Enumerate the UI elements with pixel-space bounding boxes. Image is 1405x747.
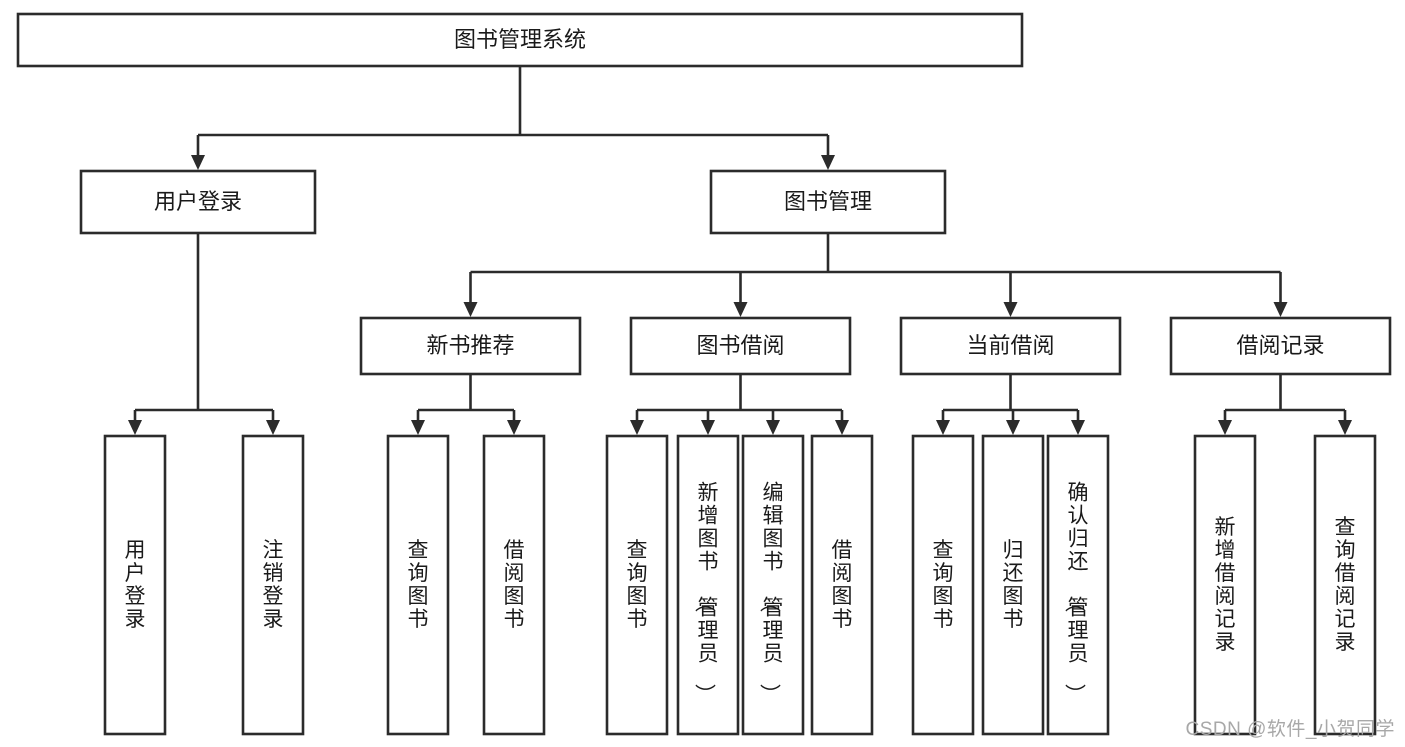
node-box-root[interactable]: [16, 12, 1024, 68]
edge-group-records: [1218, 374, 1352, 435]
node-borrow[interactable]: 图书借阅: [629, 316, 852, 376]
node-box-leaf3[interactable]: [386, 434, 450, 736]
edges-layer: [128, 66, 1352, 435]
nodes-layer: 图书管理系统用户登录图书管理新书推荐图书借阅当前借阅借阅记录用户登录注销登录查询…: [16, 12, 1392, 736]
node-label-leaf5: 查询图书: [627, 539, 648, 631]
arrow-head-icon: [128, 420, 142, 435]
node-label-records: 借阅记录: [1236, 333, 1324, 358]
node-records[interactable]: 借阅记录: [1169, 316, 1392, 376]
node-label-newbook: 新书推荐: [426, 333, 514, 358]
node-label-leaf6: 新增图书（管理员）: [693, 481, 719, 704]
arrow-head-icon: [1006, 420, 1020, 435]
node-leaf2[interactable]: 注销登录: [241, 434, 305, 736]
node-box-leaf2[interactable]: [241, 434, 305, 736]
arrow-head-icon: [821, 155, 835, 170]
node-leaf13[interactable]: 查询借阅记录: [1313, 434, 1377, 736]
node-box-leaf8[interactable]: [810, 434, 874, 736]
node-bookmgmt[interactable]: 图书管理: [709, 169, 947, 235]
arrow-head-icon: [1273, 302, 1288, 317]
node-label-leaf8: 借阅图书: [832, 539, 853, 631]
node-leaf10[interactable]: 归还图书: [981, 434, 1045, 736]
arrow-head-icon: [463, 302, 478, 317]
node-leaf7[interactable]: 编辑图书（管理员）: [741, 434, 805, 736]
arrow-head-icon: [507, 420, 521, 435]
node-box-records[interactable]: [1169, 316, 1392, 376]
arrow-head-icon: [630, 420, 644, 435]
node-box-leaf7[interactable]: [741, 434, 805, 736]
node-label-leaf7: 编辑图书（管理员）: [758, 481, 784, 704]
node-box-borrow[interactable]: [629, 316, 852, 376]
node-box-leaf5[interactable]: [605, 434, 669, 736]
node-label-borrow: 图书借阅: [696, 333, 784, 358]
edge-group-current: [936, 374, 1085, 435]
node-label-leaf10: 归还图书: [1003, 539, 1024, 631]
node-label-login: 用户登录: [154, 189, 242, 214]
node-leaf12[interactable]: 新增借阅记录: [1193, 434, 1257, 736]
node-label-current: 当前借阅: [966, 333, 1054, 358]
node-box-bookmgmt[interactable]: [709, 169, 947, 235]
arrow-head-icon: [835, 420, 849, 435]
node-label-leaf3: 查询图书: [408, 539, 429, 631]
node-label-leaf2: 注销登录: [263, 539, 284, 631]
node-label-leaf11: 确认归还（管理员）: [1063, 481, 1089, 704]
node-leaf11[interactable]: 确认归还（管理员）: [1046, 434, 1110, 736]
node-leaf1[interactable]: 用户登录: [103, 434, 167, 736]
node-box-leaf10[interactable]: [981, 434, 1045, 736]
arrow-head-icon: [266, 420, 280, 435]
node-label-leaf9: 查询图书: [933, 539, 954, 631]
node-box-leaf12[interactable]: [1193, 434, 1257, 736]
arrow-head-icon: [936, 420, 950, 435]
node-leaf8[interactable]: 借阅图书: [810, 434, 874, 736]
arrow-head-icon: [1338, 420, 1352, 435]
arrow-head-icon: [1071, 420, 1085, 435]
node-box-leaf13[interactable]: [1313, 434, 1377, 736]
node-box-newbook[interactable]: [359, 316, 582, 376]
edge-group-bookmgmt: [463, 233, 1288, 317]
node-label-leaf4: 借阅图书: [504, 539, 525, 631]
node-label-root: 图书管理系统: [454, 27, 586, 52]
node-login[interactable]: 用户登录: [79, 169, 317, 235]
node-root[interactable]: 图书管理系统: [16, 12, 1024, 68]
edge-group-login: [128, 233, 280, 435]
node-label-leaf12: 新增借阅记录: [1215, 516, 1236, 654]
node-label-leaf13: 查询借阅记录: [1335, 516, 1356, 654]
node-leaf6[interactable]: 新增图书（管理员）: [676, 434, 740, 736]
node-label-bookmgmt: 图书管理: [784, 189, 872, 214]
edge-group-newbook: [411, 374, 521, 435]
node-box-leaf1[interactable]: [103, 434, 167, 736]
node-label-leaf1: 用户登录: [125, 539, 146, 631]
node-box-current[interactable]: [899, 316, 1122, 376]
node-box-leaf9[interactable]: [911, 434, 975, 736]
arrow-head-icon: [1218, 420, 1232, 435]
node-leaf4[interactable]: 借阅图书: [482, 434, 546, 736]
node-leaf3[interactable]: 查询图书: [386, 434, 450, 736]
node-current[interactable]: 当前借阅: [899, 316, 1122, 376]
arrow-head-icon: [191, 155, 205, 170]
edge-group-borrow: [630, 374, 849, 435]
node-box-login[interactable]: [79, 169, 317, 235]
arrow-head-icon: [1003, 302, 1018, 317]
node-leaf9[interactable]: 查询图书: [911, 434, 975, 736]
node-box-leaf4[interactable]: [482, 434, 546, 736]
node-box-leaf11[interactable]: [1046, 434, 1110, 736]
node-leaf5[interactable]: 查询图书: [605, 434, 669, 736]
edge-group-root: [191, 66, 835, 170]
arrow-head-icon: [701, 420, 715, 435]
arrow-head-icon: [766, 420, 780, 435]
node-box-leaf6[interactable]: [676, 434, 740, 736]
node-newbook[interactable]: 新书推荐: [359, 316, 582, 376]
arrow-head-icon: [411, 420, 425, 435]
arrow-head-icon: [733, 302, 748, 317]
